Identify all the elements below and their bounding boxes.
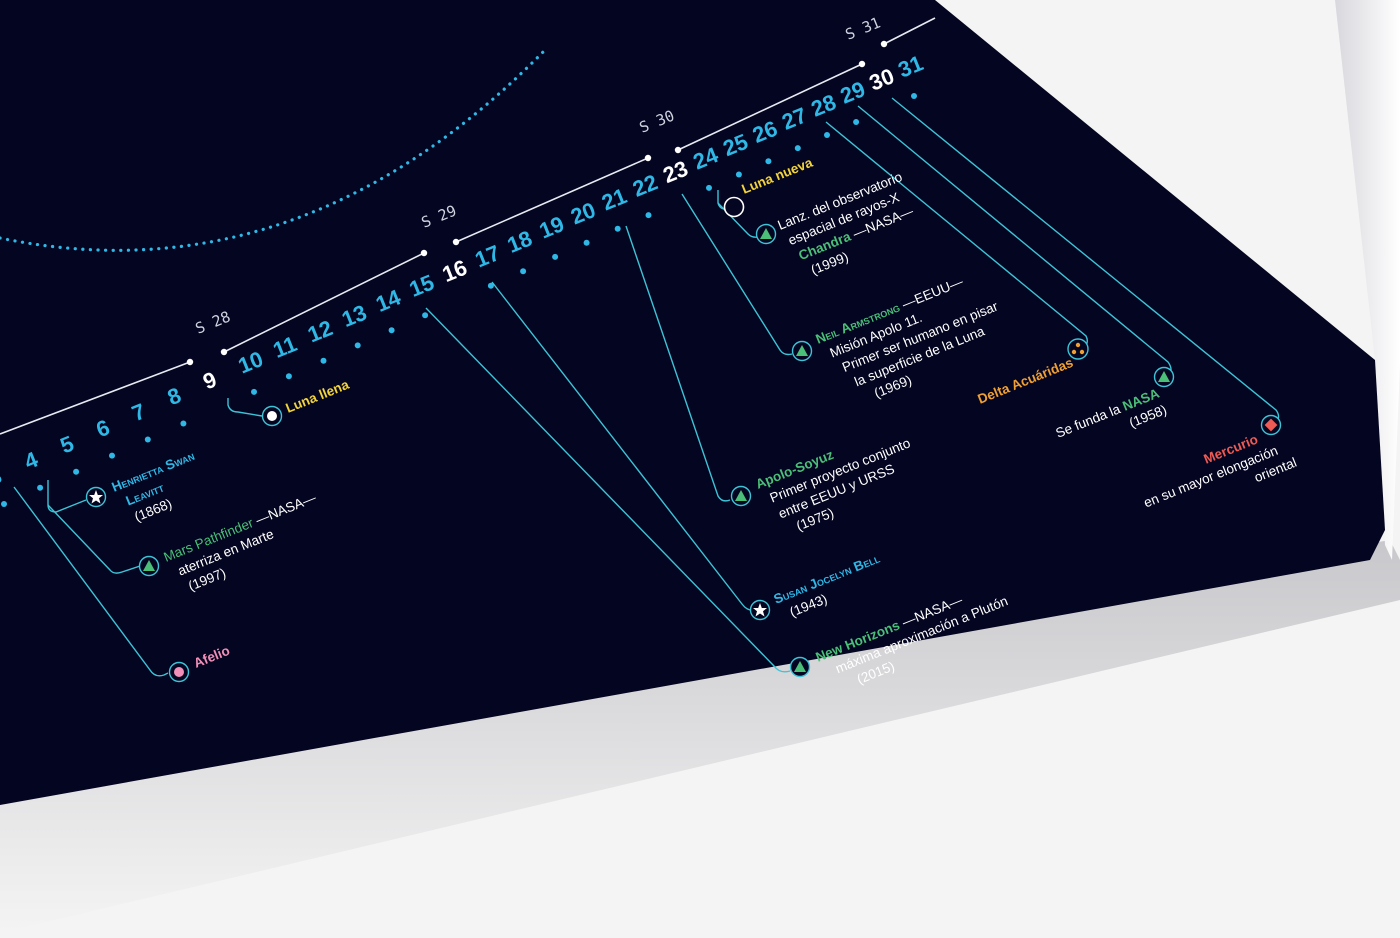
day-dot-28 xyxy=(824,132,830,138)
connector-pathfinder xyxy=(47,504,141,574)
week-brackets xyxy=(0,17,936,435)
day-dots xyxy=(1,93,917,507)
day-dot-22 xyxy=(645,212,652,219)
day-dot-21 xyxy=(614,225,621,232)
day-dot-13 xyxy=(354,342,361,349)
triangle-icon xyxy=(138,555,160,577)
diamond-icon xyxy=(1260,414,1282,436)
day-dot-7 xyxy=(144,436,151,443)
bracket-end-dots xyxy=(186,40,888,366)
connector-new-horizons xyxy=(425,307,791,673)
day-dot-17 xyxy=(487,282,494,289)
full-moon-icon xyxy=(261,405,283,427)
day-dot-11 xyxy=(285,373,292,380)
bracket-end-dot xyxy=(452,238,460,246)
triangle-icon xyxy=(789,656,811,678)
event-icons xyxy=(85,196,1282,683)
star-icon xyxy=(749,599,771,621)
week-bracket-s28 xyxy=(223,252,425,353)
bracket-end-dot xyxy=(220,348,228,356)
day-dot-10 xyxy=(251,388,257,395)
day-dot-15 xyxy=(422,312,429,319)
meteor-shower-icon xyxy=(1067,338,1089,360)
day-dot-26 xyxy=(765,158,772,165)
day-dot-8 xyxy=(180,420,187,427)
week-bracket-s30 xyxy=(677,63,863,151)
star-icon xyxy=(85,486,107,508)
triangle-icon xyxy=(1153,366,1175,388)
bracket-end-dot xyxy=(858,60,866,68)
bracket-end-dot xyxy=(186,358,194,366)
day-dot-29 xyxy=(853,119,860,125)
pink-dot-icon xyxy=(168,661,190,683)
week-bracket-s27 xyxy=(0,361,191,435)
day-dot-20 xyxy=(583,239,590,246)
day-numbers: 3456789101112131415161718192021222324252… xyxy=(0,50,927,490)
bracket-end-dot xyxy=(420,249,428,257)
day-dot-5 xyxy=(73,468,80,475)
day-dot-25 xyxy=(735,171,742,178)
day-dot-27 xyxy=(794,145,801,152)
day-dot-4 xyxy=(37,484,44,491)
day-dot-12 xyxy=(320,357,327,364)
connector-luna-llena xyxy=(227,398,263,417)
day-dot-14 xyxy=(388,327,395,334)
page-shadow xyxy=(0,540,1400,933)
week-bracket-s29 xyxy=(455,157,649,243)
connector-armstrong xyxy=(681,193,793,356)
day-dot-3 xyxy=(1,501,7,507)
bracket-end-dot xyxy=(644,154,652,162)
day-dot-6 xyxy=(109,452,115,459)
dark-page xyxy=(0,0,1385,805)
week-bracket-s31 xyxy=(883,17,936,45)
day-dot-18 xyxy=(520,268,527,275)
connector-apolo-soyuz xyxy=(625,225,731,502)
triangle-icon xyxy=(791,340,813,362)
bracket-end-dot xyxy=(674,146,682,154)
triangle-icon xyxy=(730,485,752,507)
day-dot-31 xyxy=(911,93,917,99)
triangle-icon xyxy=(755,223,777,245)
dotted-orbit-arc xyxy=(0,48,547,252)
day-dot-19 xyxy=(552,253,559,260)
connector-afelio xyxy=(13,486,169,677)
page-edge xyxy=(1335,0,1400,560)
day-dot-24 xyxy=(706,184,712,191)
new-moon-icon xyxy=(723,196,745,218)
bracket-end-dot xyxy=(880,40,888,48)
